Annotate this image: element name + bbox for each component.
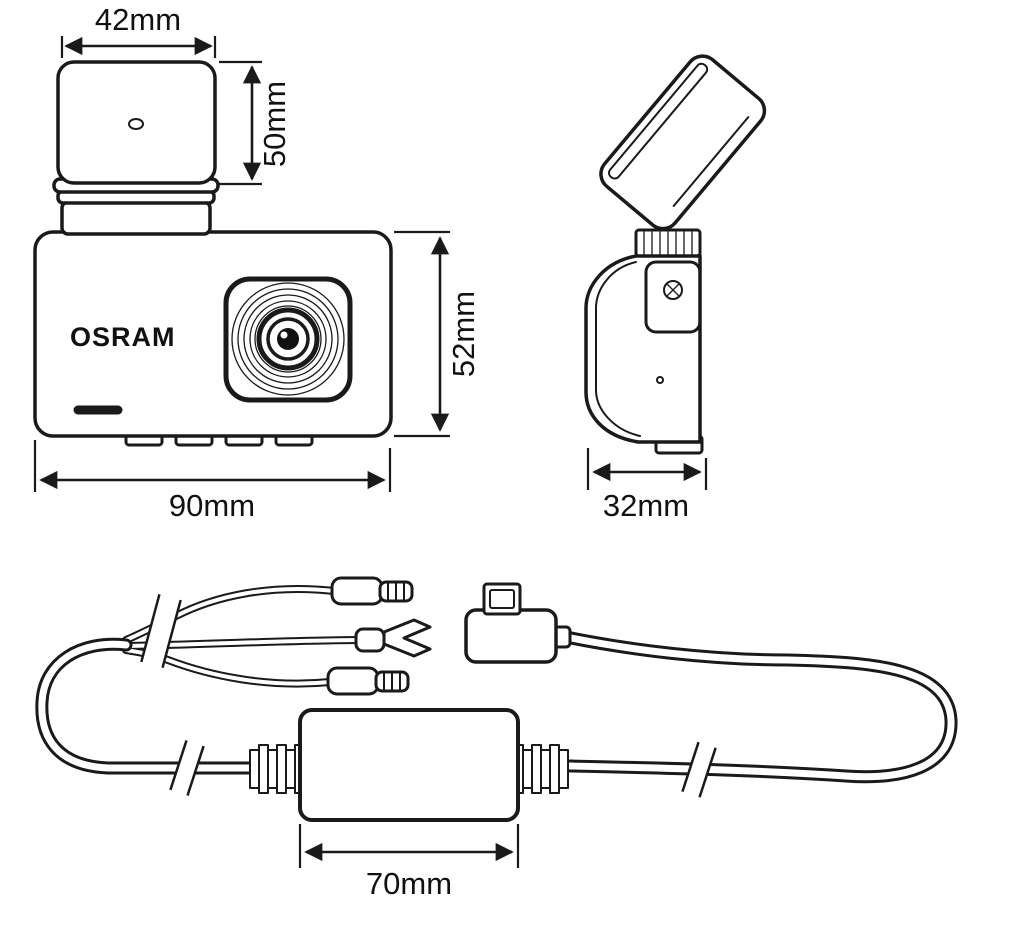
dim-label-32mm: 32mm [603, 488, 689, 523]
front-dimensions: 42mm 50mm 52mm 90mm [33, 2, 481, 523]
adapter-box [298, 708, 520, 822]
side-body [584, 254, 702, 444]
side-head [599, 54, 767, 231]
input-wires [122, 585, 366, 688]
main-cable-right [559, 630, 958, 784]
fork-terminal [354, 618, 432, 658]
dim-label-42mm: 42mm [95, 2, 181, 37]
mount-pad [56, 60, 217, 185]
dim-label-52mm: 52mm [446, 291, 481, 377]
screw-icon [663, 280, 683, 300]
mount-pad-dot [128, 118, 144, 130]
usb-plug [482, 582, 522, 616]
dim-label-50mm: 50mm [257, 81, 292, 167]
cable-break-mark [140, 594, 182, 668]
lens-highlight [280, 331, 288, 339]
hardwire-kit [35, 576, 958, 822]
side-mic-hole [656, 376, 664, 384]
dim-label-90mm: 90mm [169, 488, 255, 523]
side-hinge [634, 228, 702, 258]
side-dimensions: 32mm [586, 448, 708, 523]
lens-texture [231, 282, 345, 396]
side-head-ridge [608, 62, 709, 180]
strain-relief-left [249, 744, 305, 794]
brand-logo: OSRAM [70, 322, 176, 352]
side-body-inner-contour [595, 261, 641, 437]
barrel-connector-bottom [326, 666, 410, 696]
main-cable-left [35, 637, 257, 775]
cable-break-mark [169, 740, 205, 796]
camera-lens [223, 276, 353, 403]
side-view [584, 54, 767, 455]
front-view: OSRAM [33, 60, 393, 447]
strain-relief-right [513, 744, 569, 794]
cable-dimensions: 70mm [298, 824, 520, 901]
dim-label-70mm: 70mm [366, 866, 452, 901]
side-bracket [644, 260, 702, 334]
usb-connector [464, 582, 572, 664]
windshield-mount [52, 60, 220, 236]
barrel-connector-top [330, 576, 414, 606]
cable-break-mark [681, 741, 717, 798]
lens-pupil [277, 328, 299, 350]
